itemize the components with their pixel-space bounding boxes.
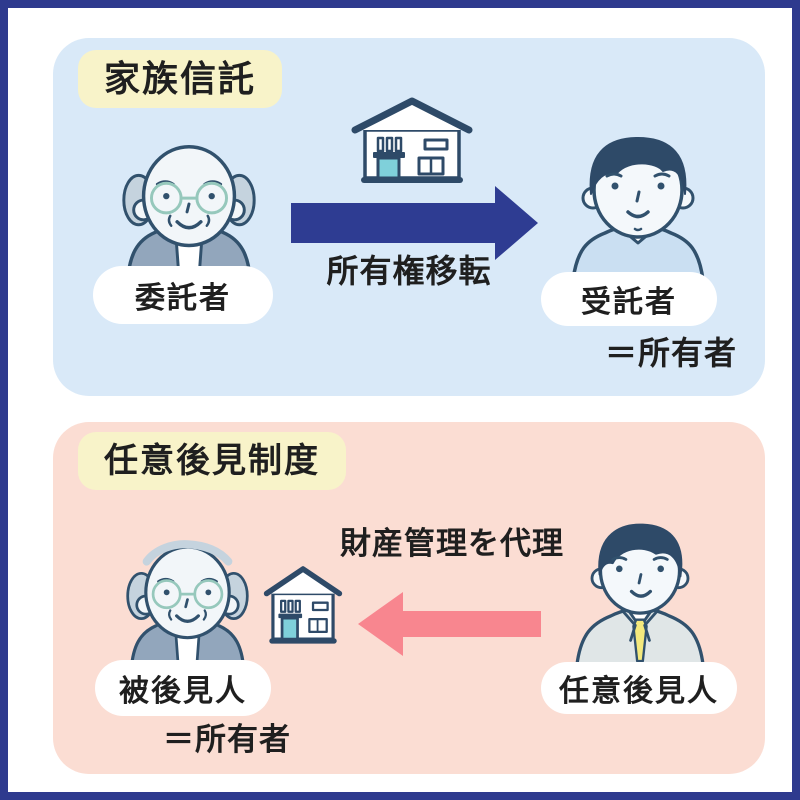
guardianship-title-badge: 任意後見制度 xyxy=(78,432,346,490)
house-icon xyxy=(263,566,343,644)
family-trust-panel: 家族信託 xyxy=(53,38,765,396)
voluntary-guardianship-panel: 任意後見制度 財産管理を代理 xyxy=(53,422,765,774)
family-trust-title-badge: 家族信託 xyxy=(78,50,283,108)
trustee-label: 受託者 xyxy=(581,286,677,319)
young-man-icon xyxy=(571,137,705,280)
guardianship-title: 任意後見制度 xyxy=(104,442,320,480)
arrow-left-icon xyxy=(358,592,541,656)
house-icon xyxy=(351,97,473,183)
ward-label-pill: 被後見人 xyxy=(95,660,271,716)
trustee-label-pill: 受託者 xyxy=(541,272,717,326)
ward-label: 被後見人 xyxy=(119,675,247,708)
ward-owner-note: ＝所有者 xyxy=(163,722,291,757)
family-trust-title: 家族信託 xyxy=(104,58,257,99)
trustor-label-pill: 委託者 xyxy=(93,266,273,324)
property-management-caption: 財産管理を代理 xyxy=(340,526,564,561)
arrow-right-icon xyxy=(291,186,538,260)
suit-man-icon xyxy=(575,523,705,667)
guardian-label-pill: 任意後見人 xyxy=(541,662,737,714)
guardian-label: 任意後見人 xyxy=(559,675,719,708)
trustor-label: 委託者 xyxy=(135,282,231,315)
elderly-man-icon xyxy=(122,145,256,280)
elderly-man-icon xyxy=(126,540,249,669)
trustee-owner-note: ＝所有者 xyxy=(605,335,738,371)
ownership-transfer-caption: 所有権移転 xyxy=(326,253,492,289)
